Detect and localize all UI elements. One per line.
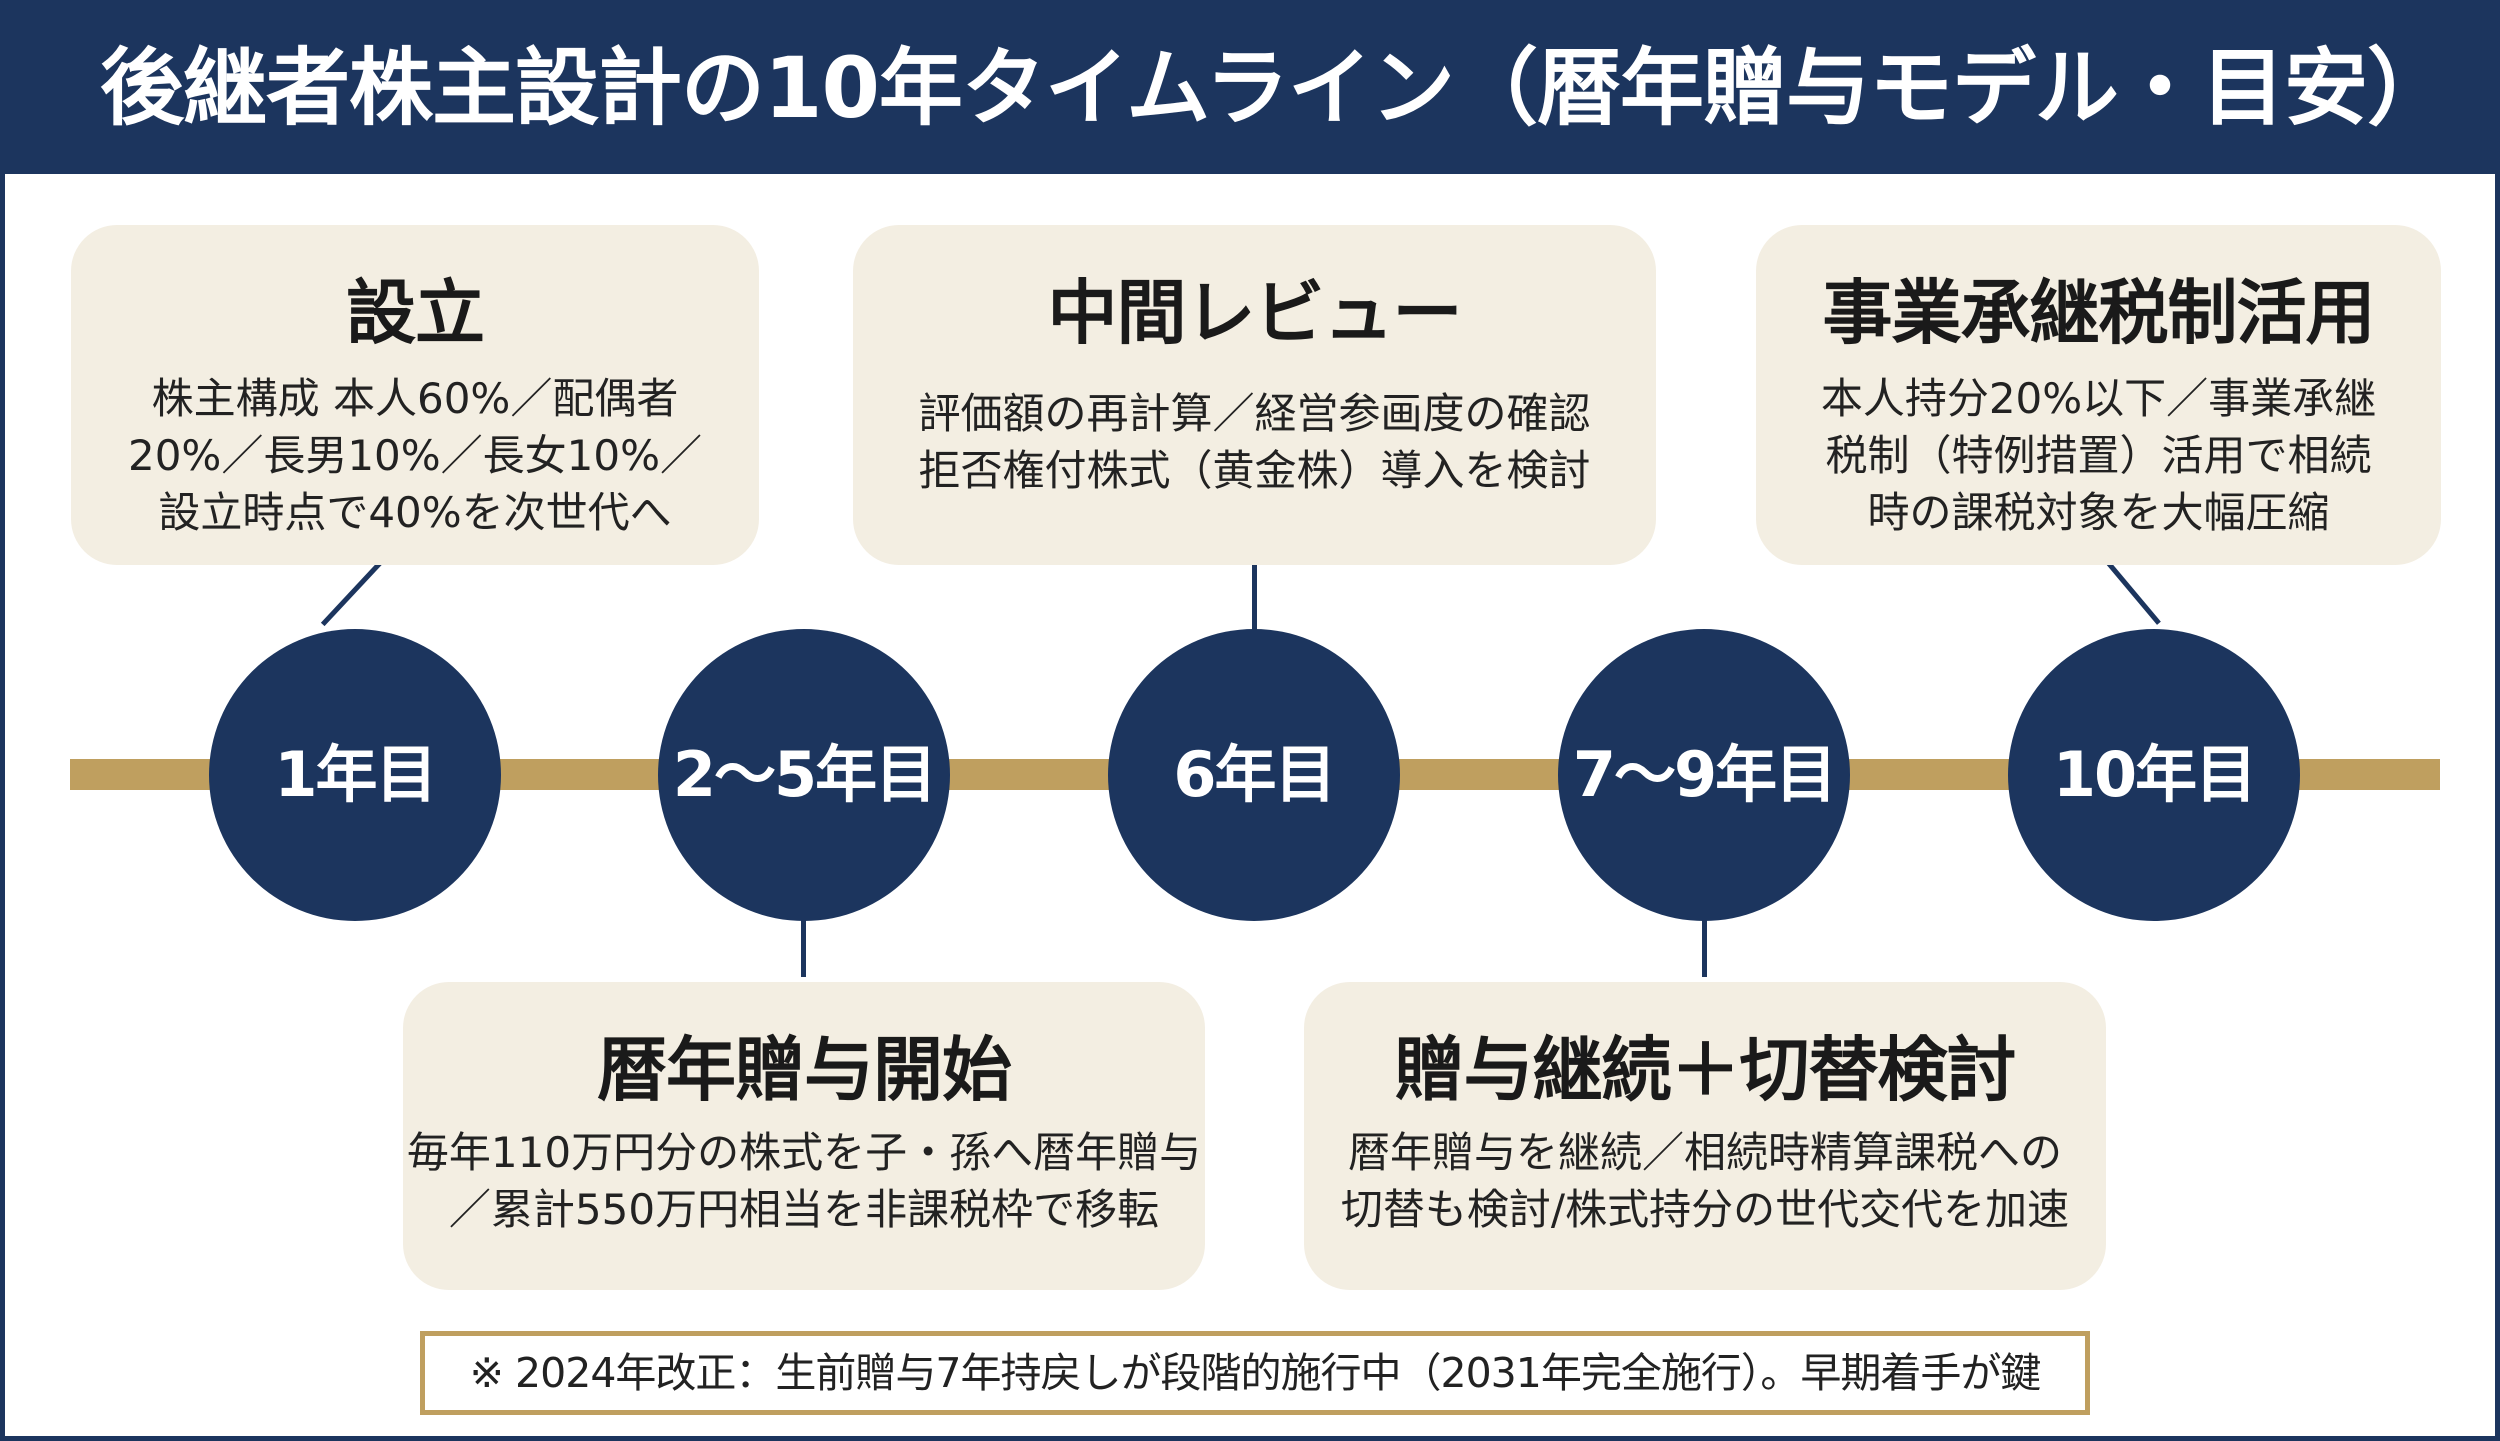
card-line: 時の課税対象を大幅圧縮 (1867, 488, 2330, 537)
title-bar: 後継者株主設計の10年タイムライン（暦年贈与モデル・目安） (5, 0, 2500, 174)
card-title: 暦年贈与開始 (597, 1029, 1012, 1111)
card-line: 切替も検討/株式持分の世代交代を加速 (1340, 1185, 2070, 1234)
milestone-card-year-7-9: 贈与継続＋切替検討 暦年贈与を継続／相続時精算課税への 切替も検討/株式持分の世… (1304, 982, 2106, 1290)
card-title: 設立 (346, 272, 485, 354)
card-description: 毎年110万円分の株式を子・孫へ暦年贈与 ／累計550万円相当を非課税枠で移転 (403, 1124, 1205, 1238)
card-line: ／累計550万円相当を非課税枠で移転 (448, 1185, 1160, 1234)
milestone-node-year-2-5: 2〜5年目 (658, 629, 950, 921)
milestone-card-year-10: 事業承継税制活用 本人持分20%以下／事業承継 税制（特例措置）活用で相続 時の… (1756, 225, 2441, 565)
footnote-text: ※ 2024年改正：生前贈与7年持戻しが段階的施行中（2031年完全施行）。早期… (469, 1348, 2042, 1397)
connector-year-7-9 (1702, 905, 1707, 977)
card-title: 中間レビュー (1047, 272, 1463, 354)
card-line: 評価額の再計算／経営参画度の確認 (918, 389, 1591, 438)
card-description: 本人持分20%以下／事業承継 税制（特例措置）活用で相続 時の課税対象を大幅圧縮 (1756, 370, 2441, 541)
connector-year-6 (1252, 565, 1257, 630)
milestone-card-year-1: 設立 株主構成 本人60%／配偶者 20%／長男10%／長女10%／ 設立時点で… (71, 225, 759, 565)
card-line: 20%／長男10%／長女10%／ (127, 431, 703, 480)
card-title: 事業承継税制活用 (1822, 272, 2376, 354)
card-line: 株主構成 本人60%／配偶者 (151, 374, 679, 423)
connector-year-10 (2105, 560, 2161, 625)
year-label: 6年目 (1173, 738, 1336, 811)
year-label: 10年目 (2052, 738, 2257, 811)
diagram-title: 後継者株主設計の10年タイムライン（暦年贈与モデル・目安） (100, 39, 2451, 137)
card-description: 株主構成 本人60%／配偶者 20%／長男10%／長女10%／ 設立時点で40%… (71, 370, 759, 541)
card-description: 暦年贈与を継続／相続時精算課税への 切替も検討/株式持分の世代交代を加速 (1304, 1124, 2106, 1238)
milestone-card-year-6: 中間レビュー 評価額の再計算／経営参画度の確認 拒否権付株式（黄金株）導入を検討 (853, 225, 1656, 565)
card-description: 評価額の再計算／経営参画度の確認 拒否権付株式（黄金株）導入を検討 (853, 385, 1656, 499)
milestone-node-year-6: 6年目 (1108, 629, 1400, 921)
milestone-node-year-10: 10年目 (2008, 629, 2300, 921)
card-line: 暦年贈与を継続／相続時精算課税への (1347, 1128, 2062, 1177)
milestone-card-year-2-5: 暦年贈与開始 毎年110万円分の株式を子・孫へ暦年贈与 ／累計550万円相当を非… (403, 982, 1205, 1290)
card-line: 設立時点で40%を次世代へ (158, 488, 672, 537)
card-line: 本人持分20%以下／事業承継 (1820, 374, 2377, 423)
connector-year-2-5 (801, 905, 806, 977)
card-line: 拒否権付株式（黄金株）導入を検討 (918, 446, 1591, 495)
milestone-node-year-1: 1年目 (209, 629, 501, 921)
footnote-box: ※ 2024年改正：生前贈与7年持戻しが段階的施行中（2031年完全施行）。早期… (420, 1331, 2090, 1415)
card-line: 税制（特例措置）活用で相続 (1825, 431, 2372, 480)
milestone-node-year-7-9: 7〜9年目 (1558, 629, 1850, 921)
card-line: 毎年110万円分の株式を子・孫へ暦年贈与 (406, 1128, 1202, 1177)
year-label: 2〜5年目 (672, 738, 937, 811)
card-title: 贈与継続＋切替検討 (1394, 1029, 2017, 1111)
year-label: 1年目 (274, 738, 437, 811)
year-label: 7〜9年目 (1572, 738, 1837, 811)
